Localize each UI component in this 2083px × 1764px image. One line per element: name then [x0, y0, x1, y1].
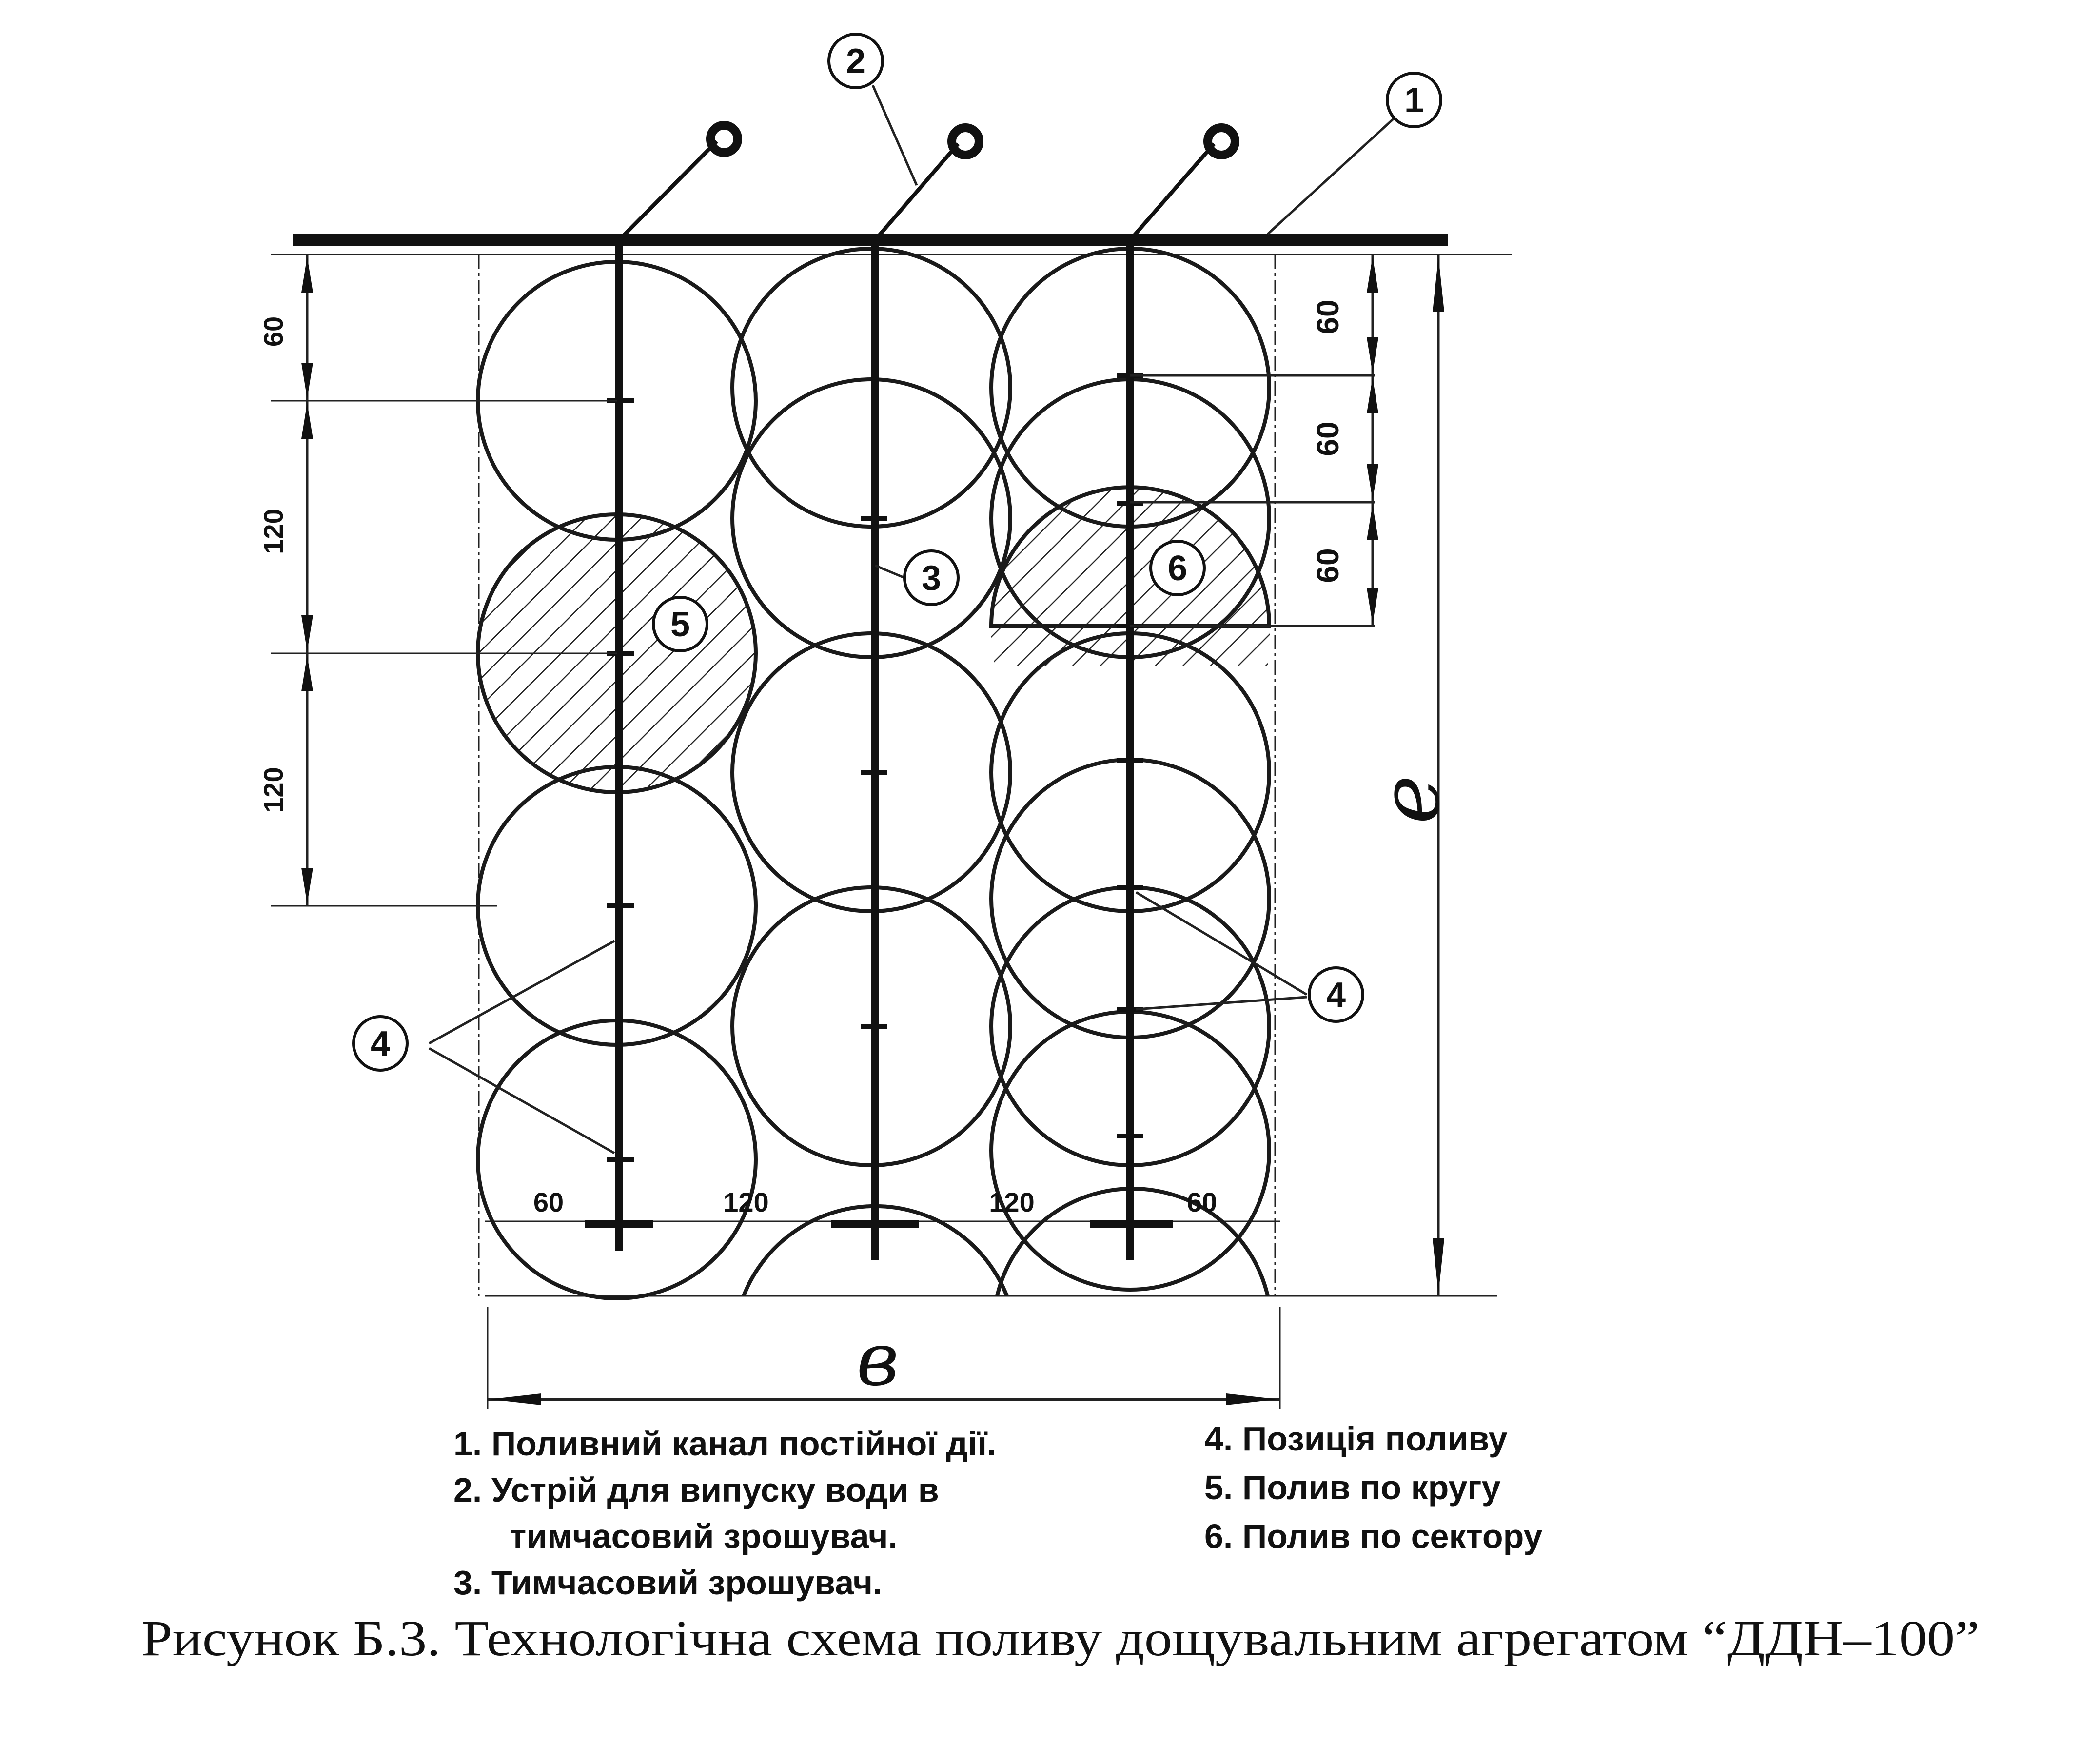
- leader-lines: [428, 84, 1415, 1155]
- temporary-irrigators: [615, 240, 1134, 1260]
- legend: 1. Поливний канал постійної дії. 2. Устр…: [453, 1420, 1542, 1602]
- callout-2: 2: [846, 42, 865, 81]
- legend-item-1: 1. Поливний канал постійної дії.: [453, 1425, 997, 1463]
- dim-right-60-bottom: 60: [1310, 548, 1345, 583]
- field-boundary: [271, 254, 1512, 1297]
- dim-bottom-60-left: 60: [533, 1187, 564, 1217]
- callout-3: 3: [922, 559, 941, 598]
- dim-left-120-upper: 120: [258, 509, 289, 554]
- legend-item-5: 5. Полив по кругу: [1204, 1469, 1501, 1507]
- field-length-label: e: [1362, 775, 1458, 824]
- dim-bottom-60-right: 60: [1187, 1187, 1217, 1217]
- callout-1: 1: [1404, 81, 1424, 120]
- water-outlet-devices: [618, 121, 1239, 241]
- callout-circles: [352, 33, 1442, 1072]
- legend-item-2-line1: 2. Устрій для випуску води в: [453, 1471, 939, 1509]
- dim-right-60-top: 60: [1310, 299, 1345, 334]
- callout-4-right: 4: [1326, 976, 1346, 1015]
- dim-bottom-120-right: 120: [989, 1187, 1034, 1217]
- dim-left-120-lower: 120: [258, 767, 289, 812]
- field-width-label: в: [856, 1317, 899, 1402]
- callout-6: 6: [1168, 549, 1187, 588]
- dim-bottom-120-left: 120: [723, 1187, 768, 1217]
- legend-item-2-line2: тимчасовий зрошувач.: [510, 1517, 898, 1555]
- callout-5: 5: [670, 605, 690, 644]
- dim-left-60: 60: [258, 316, 289, 347]
- legend-item-4: 4. Позиція поливу: [1204, 1420, 1508, 1458]
- dim-right-60-middle: 60: [1310, 421, 1345, 456]
- dimension-arrows: [301, 256, 1444, 1405]
- legend-item-6: 6. Полив по сектору: [1204, 1517, 1542, 1555]
- legend-item-3: 3. Тимчасовий зрошувач.: [453, 1564, 883, 1602]
- callout-4-left: 4: [371, 1024, 390, 1063]
- figure-caption: Рисунок Б.3. Технологічна схема поливу д…: [141, 1610, 1980, 1666]
